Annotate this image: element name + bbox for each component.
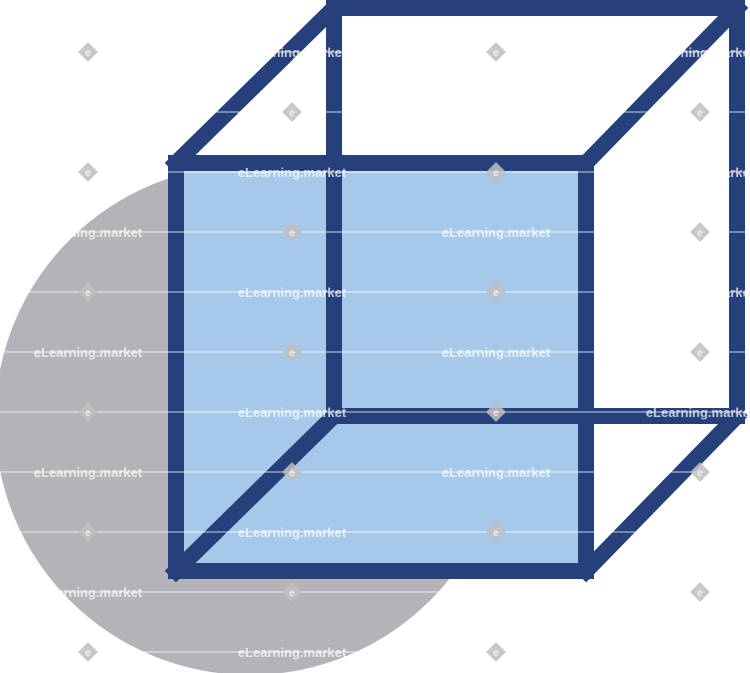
watermark-badge-letter: e bbox=[697, 588, 703, 599]
watermark-badge: e bbox=[282, 462, 302, 482]
watermark-text: eLearning.market bbox=[442, 465, 551, 480]
watermark-text: eLearning.market bbox=[442, 105, 551, 120]
watermark-text: eLearning.market bbox=[646, 45, 750, 60]
cube-edge-bottom-left bbox=[164, 404, 346, 583]
watermark-badge: e bbox=[78, 282, 98, 302]
watermark-badge-letter: e bbox=[85, 48, 91, 59]
cube-edge-top-right bbox=[574, 0, 749, 175]
watermark-badge: e bbox=[690, 462, 710, 482]
watermark-badge: e bbox=[690, 102, 710, 122]
cube-edges bbox=[164, 0, 749, 583]
watermark-text: eLearning.market bbox=[34, 225, 143, 240]
watermark-badge-letter: e bbox=[85, 528, 91, 539]
watermark-badge-letter: e bbox=[289, 108, 295, 119]
watermark-badge-letter: e bbox=[493, 408, 499, 419]
watermark-badge-letter: e bbox=[85, 168, 91, 179]
watermark-badge-letter: e bbox=[493, 288, 499, 299]
watermark-badge: e bbox=[282, 582, 302, 602]
watermark-text: eLearning.market bbox=[442, 345, 551, 360]
watermark-badge: e bbox=[282, 102, 302, 122]
cube-edge-top-left bbox=[164, 0, 346, 175]
watermark-badge-letter: e bbox=[697, 228, 703, 239]
watermark-badge: e bbox=[690, 342, 710, 362]
watermark-badge-letter: e bbox=[289, 468, 295, 479]
watermark-badge: e bbox=[78, 402, 98, 422]
watermark-badge: e bbox=[486, 522, 506, 542]
watermark-badge: e bbox=[486, 42, 506, 62]
watermark-text: eLearning.market bbox=[442, 225, 551, 240]
watermark-badge: e bbox=[690, 222, 710, 242]
watermark-layer: e e eLearning.market eLearning.market e e eLea… bbox=[0, 42, 750, 662]
watermark-badge-letter: e bbox=[697, 348, 703, 359]
watermark-text: eLearning.market bbox=[238, 405, 347, 420]
watermark-text: eLearning.market bbox=[646, 645, 750, 660]
watermark-text: eLearning.market bbox=[646, 405, 750, 420]
watermark-text: eLearning.market bbox=[238, 525, 347, 540]
watermark-text: eLearning.market bbox=[238, 645, 347, 660]
watermark-badge-letter: e bbox=[85, 408, 91, 419]
watermark-badge-letter: e bbox=[85, 648, 91, 659]
watermark-badge-letter: e bbox=[493, 528, 499, 539]
cube-front-face bbox=[168, 155, 594, 579]
watermark-badge: e bbox=[690, 582, 710, 602]
watermark-badge-letter: e bbox=[493, 48, 499, 59]
watermark-badge-letter: e bbox=[289, 588, 295, 599]
watermark-text: eLearning.market bbox=[34, 345, 143, 360]
watermark-badge: e bbox=[78, 642, 98, 662]
watermark-text: eLearning.market bbox=[34, 105, 143, 120]
watermark-badge-letter: e bbox=[289, 348, 295, 359]
watermark-badge: e bbox=[282, 342, 302, 362]
watermark-badge-letter: e bbox=[697, 108, 703, 119]
watermark-text: eLearning.market bbox=[238, 45, 347, 60]
watermark-badge: e bbox=[486, 402, 506, 422]
watermark-badge-letter: e bbox=[85, 288, 91, 299]
watermark-badge: e bbox=[282, 222, 302, 242]
watermark-badge-letter: e bbox=[493, 648, 499, 659]
cube-edge-bottom-right bbox=[574, 404, 749, 583]
cube-back-face bbox=[326, 0, 745, 424]
watermark-badge-letter: e bbox=[493, 168, 499, 179]
watermark-text: eLearning.market bbox=[646, 525, 750, 540]
watermark-text: eLearning.market bbox=[646, 285, 750, 300]
watermark-text: eLearning.market bbox=[34, 585, 143, 600]
watermark-badge: e bbox=[78, 42, 98, 62]
watermark-badge-letter: e bbox=[697, 468, 703, 479]
watermark-badge-letter: e bbox=[289, 228, 295, 239]
watermark-text: eLearning.market bbox=[238, 165, 347, 180]
watermark-text: eLearning.market bbox=[238, 285, 347, 300]
watermark-badge: e bbox=[78, 162, 98, 182]
watermark-badge: e bbox=[486, 282, 506, 302]
watermark-text: eLearning.market bbox=[34, 465, 143, 480]
watermark-badge: e bbox=[486, 162, 506, 182]
watermark-text: eLearning.market bbox=[442, 585, 551, 600]
watermark-badge: e bbox=[486, 642, 506, 662]
watermark-text: eLearning.market bbox=[646, 165, 750, 180]
